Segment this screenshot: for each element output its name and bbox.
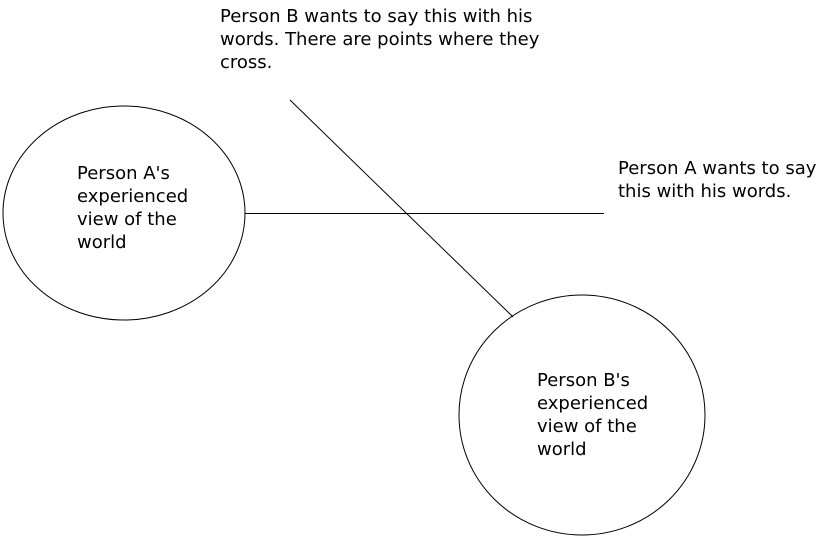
note-person-a-line2: this with his words. — [618, 181, 792, 202]
person-a-view-label: Person A's experienced view of the world — [77, 162, 188, 254]
person-a-view-label-line4: world — [77, 232, 127, 253]
note-person-a: Person A wants to say this with his word… — [618, 157, 816, 203]
person-b-view-label-line3: view of the — [537, 416, 637, 437]
person-b-view-label-line1: Person B's — [537, 370, 630, 391]
person-b-intent-line — [289, 99, 514, 318]
note-person-a-line1: Person A wants to say — [618, 158, 817, 179]
person-a-view-label-line2: experienced — [77, 186, 189, 207]
person-b-view-label: Person B's experienced view of the world — [537, 369, 648, 461]
person-b-view-label-line2: experienced — [537, 393, 649, 414]
note-person-b-line2: words. There are points where they — [220, 29, 540, 50]
note-person-b-line1: Person B wants to say this with his — [220, 6, 533, 27]
person-a-view-label-line1: Person A's — [77, 163, 170, 184]
person-b-view-circle — [458, 294, 706, 536]
note-person-b-line3: cross. — [220, 52, 273, 73]
person-b-view-label-line4: world — [537, 439, 587, 460]
person-a-view-label-line3: view of the — [77, 209, 177, 230]
note-person-b: Person B wants to say this with his word… — [220, 5, 539, 74]
